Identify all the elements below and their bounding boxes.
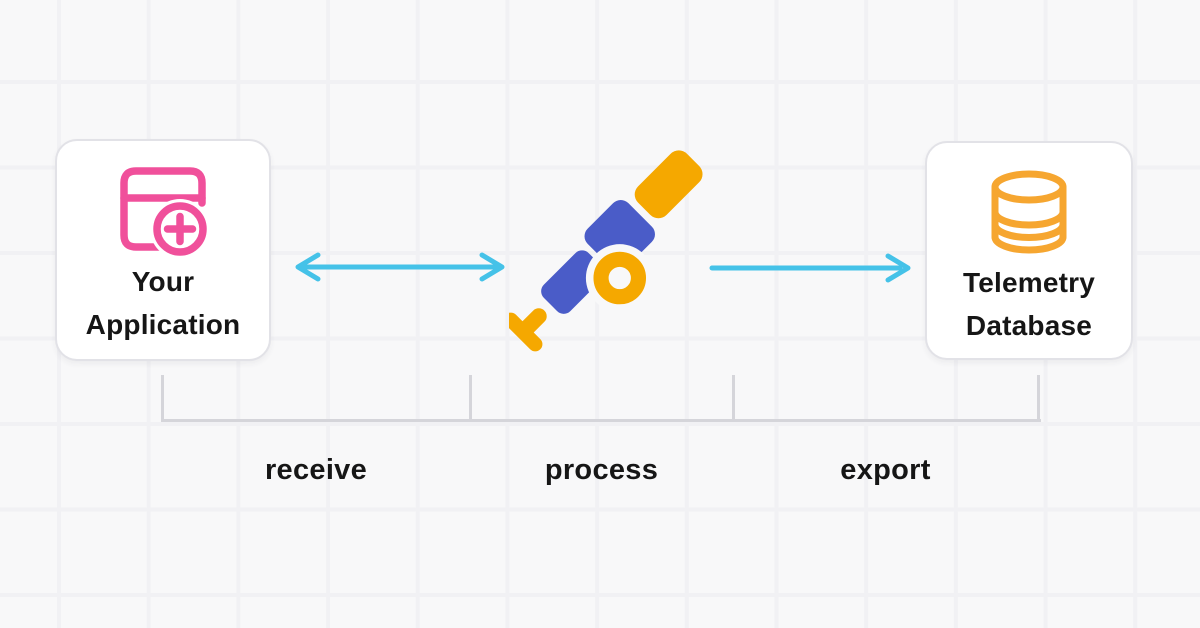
stage-label-process: process xyxy=(544,454,659,486)
pipeline-bracket-tick xyxy=(160,375,164,421)
your-application-node: Your Application xyxy=(55,139,271,361)
pipeline-bracket-tick xyxy=(731,375,735,421)
db-label-line-1: Telemetry xyxy=(962,267,1095,298)
pipeline-bracket-line xyxy=(160,418,1041,422)
stage-label-receive: receive xyxy=(264,454,368,486)
pipeline-bracket-tick xyxy=(468,375,472,421)
database-icon xyxy=(991,170,1067,254)
app-label-line-2: Application xyxy=(85,309,241,340)
pipeline-bracket-tick xyxy=(1036,375,1040,421)
stage-label-export: export xyxy=(840,454,931,486)
telemetry-database-node: Telemetry Database xyxy=(925,141,1133,360)
app-label-line-1: Your xyxy=(131,266,195,297)
bidirectional-arrow xyxy=(295,252,505,282)
opentelemetry-telescope-icon xyxy=(509,150,703,352)
db-card-label: Telemetry Database xyxy=(963,261,1095,347)
app-window-plus-icon xyxy=(120,167,210,257)
app-card-label: Your Application xyxy=(86,260,241,346)
export-arrow xyxy=(709,253,911,283)
db-label-line-2: Database xyxy=(965,310,1093,341)
